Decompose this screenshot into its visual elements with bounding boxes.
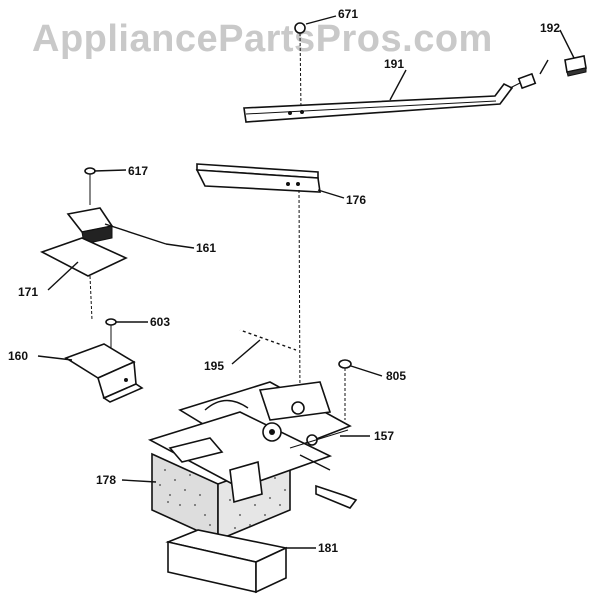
bracket-176 xyxy=(195,163,321,401)
insulator-171 xyxy=(39,237,128,321)
callout-157: 157 xyxy=(374,429,394,443)
callout-191: 191 xyxy=(384,57,404,71)
rod-195 xyxy=(239,329,297,351)
callout-176: 176 xyxy=(346,193,366,207)
screw-671 xyxy=(294,22,306,111)
callout-178: 178 xyxy=(96,473,116,487)
callout-181: 181 xyxy=(318,541,338,555)
screw-617 xyxy=(84,167,96,205)
callout-603: 603 xyxy=(150,315,170,329)
callout-192: 192 xyxy=(540,21,560,35)
screw-603 xyxy=(105,318,117,348)
callout-171: 171 xyxy=(18,285,38,299)
callout-160: 160 xyxy=(8,349,28,363)
switch-161 xyxy=(66,207,167,245)
leader-lines xyxy=(37,15,575,549)
watermark-text: AppliancePartsPros.com xyxy=(32,18,493,60)
box-181 xyxy=(165,529,289,594)
cap-192 xyxy=(564,55,587,77)
screw-805 xyxy=(338,359,352,420)
callout-195: 195 xyxy=(204,359,224,373)
callout-805: 805 xyxy=(386,369,406,383)
callout-161: 161 xyxy=(196,241,216,255)
callout-671: 671 xyxy=(338,7,358,21)
connector-pin xyxy=(509,72,537,90)
lever-191 xyxy=(243,82,514,123)
bracket-160 xyxy=(64,343,144,403)
mechanism-plate-157 xyxy=(147,381,358,509)
callout-617: 617 xyxy=(128,164,148,178)
